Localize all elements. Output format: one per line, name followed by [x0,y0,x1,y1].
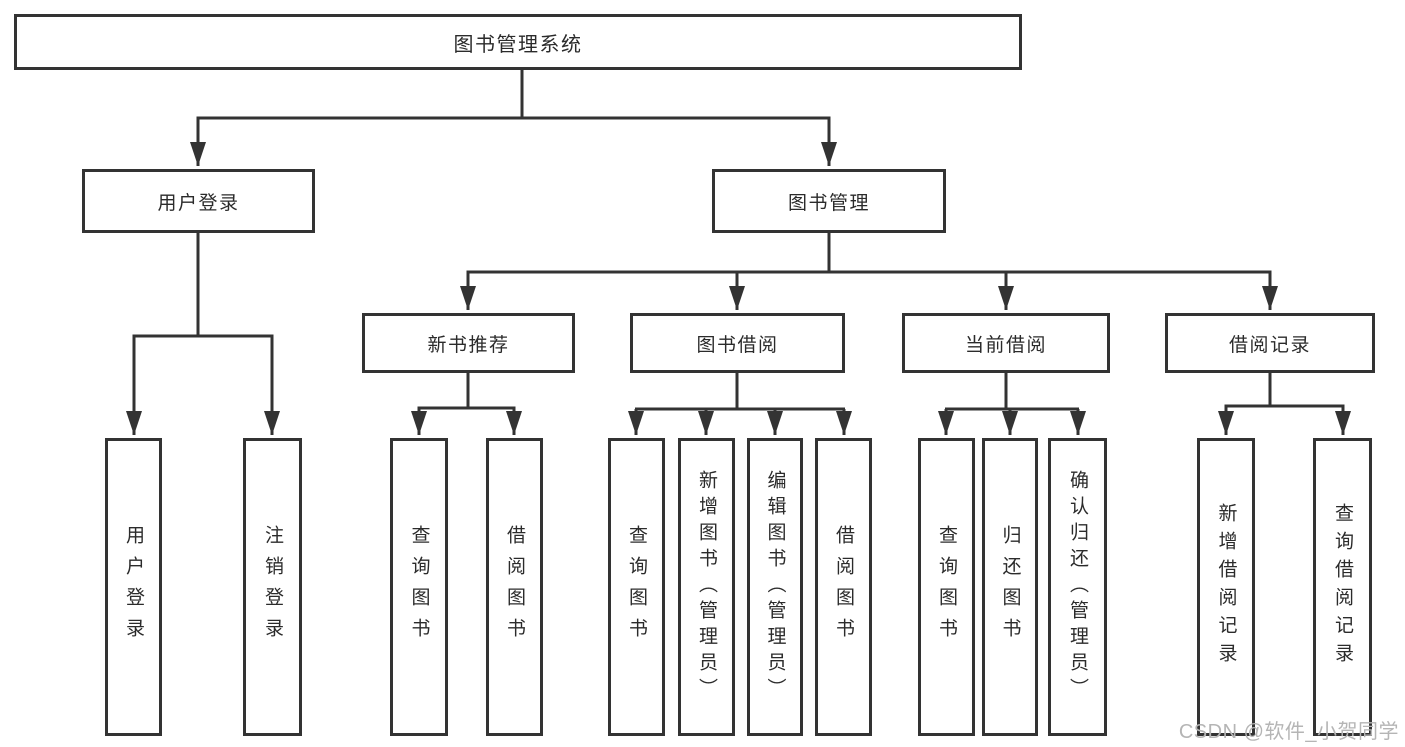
node-new-book-recommend-label: 新书推荐 [427,334,510,356]
leaf-user-login-label: 用户登录 [123,525,144,649]
leaf-newbooks-query-books-label: 查询图书 [408,525,430,649]
leaf-newbooks-borrow-books-label: 借阅图书 [504,525,525,649]
node-new-book-recommend: 新书推荐 [362,313,575,373]
leaf-current-confirm-return-admin-label: 确认归还（管理员） [1067,470,1088,704]
node-book-borrowing-label: 图书借阅 [696,334,779,356]
leaf-borrow-borrow-books-label: 借阅图书 [833,525,854,649]
leaf-borrow-add-books-admin: 新增图书（管理员） [678,438,735,736]
node-current-borrowing: 当前借阅 [902,313,1110,373]
leaf-current-confirm-return-admin: 确认归还（管理员） [1048,438,1107,736]
leaf-records-query-record: 查询借阅记录 [1313,438,1372,736]
leaf-borrow-edit-books-admin-label: 编辑图书（管理员） [764,470,786,704]
leaf-borrow-add-books-admin-label: 新增图书（管理员） [696,470,717,704]
leaf-borrow-query-books: 查询图书 [608,438,665,736]
leaf-current-query-books-label: 查询图书 [936,525,957,649]
node-book-management: 图书管理 [712,169,946,233]
leaf-logout-label: 注销登录 [262,525,283,649]
leaf-current-return-books-label: 归还图书 [999,525,1021,649]
node-borrowing-records: 借阅记录 [1165,313,1375,373]
leaf-records-add-record: 新增借阅记录 [1197,438,1255,736]
leaf-records-add-record-label: 新增借阅记录 [1215,503,1237,671]
leaf-borrow-borrow-books: 借阅图书 [815,438,872,736]
node-book-management-label: 图书管理 [787,192,870,214]
leaf-borrow-query-books-label: 查询图书 [626,525,647,649]
leaf-newbooks-query-books: 查询图书 [390,438,448,736]
node-user-login-label: 用户登录 [157,192,240,214]
node-current-borrowing-label: 当前借阅 [964,334,1047,356]
node-user-login: 用户登录 [82,169,315,233]
leaf-borrow-edit-books-admin: 编辑图书（管理员） [747,438,803,736]
node-borrowing-records-label: 借阅记录 [1228,334,1311,356]
node-root-library-management-system: 图书管理系统 [14,14,1022,70]
leaf-newbooks-borrow-books: 借阅图书 [486,438,543,736]
leaf-user-login: 用户登录 [105,438,162,736]
node-book-borrowing: 图书借阅 [630,313,845,373]
leaf-logout: 注销登录 [243,438,302,736]
leaf-records-query-record-label: 查询借阅记录 [1332,503,1353,671]
node-root-label: 图书管理系统 [453,33,583,56]
leaf-current-query-books: 查询图书 [918,438,975,736]
csdn-watermark: CSDN @软件_小贺同学 [1178,721,1399,743]
leaf-current-return-books: 归还图书 [982,438,1038,736]
